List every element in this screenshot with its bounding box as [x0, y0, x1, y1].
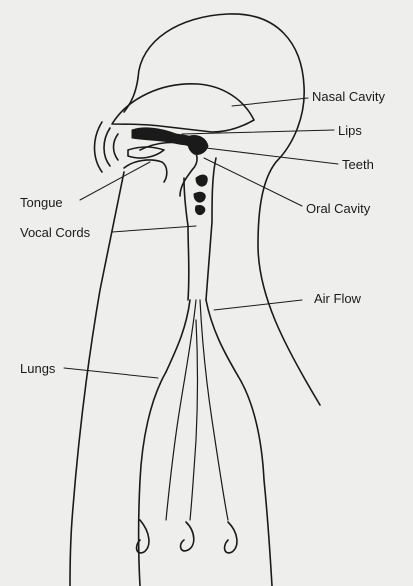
jaw-line	[124, 160, 167, 182]
label-teeth: Teeth	[342, 158, 374, 171]
sound-wave-1	[114, 134, 119, 160]
sound-wave-2	[104, 128, 110, 166]
air-flow-leader	[214, 300, 302, 310]
nasal-cavity-leader	[232, 98, 308, 106]
pharynx-left	[184, 178, 189, 300]
nose-outline	[112, 84, 254, 132]
vocal-fold-2	[195, 206, 204, 215]
teeth-leader	[206, 148, 338, 164]
label-lungs: Lungs	[20, 362, 55, 375]
tongue-shape	[140, 143, 197, 196]
sound-wave-3	[95, 122, 103, 172]
label-vocal-cords: Vocal Cords	[20, 226, 90, 239]
bronchus-3	[190, 320, 198, 520]
label-nasal-cavity: Nasal Cavity	[312, 90, 385, 103]
trachea-left	[166, 300, 190, 372]
lower-lip	[128, 147, 164, 158]
label-lips: Lips	[338, 124, 362, 137]
vocal-cords-leader	[112, 226, 196, 232]
trachea-right	[206, 300, 238, 376]
tongue-leader	[80, 162, 150, 200]
label-air-flow: Air Flow	[314, 292, 361, 305]
label-oral-cavity: Oral Cavity	[306, 202, 370, 215]
lungs-outline	[139, 372, 273, 586]
bronchus-1	[166, 300, 196, 520]
vocal-fold-1	[194, 192, 205, 202]
alveolus-2	[181, 522, 194, 551]
head-back-outline	[138, 14, 320, 405]
lungs-leader	[64, 368, 158, 378]
oral-cavity-leader	[204, 158, 302, 206]
alveolus-3	[225, 522, 237, 553]
teeth-area	[188, 135, 208, 154]
label-tongue: Tongue	[20, 196, 63, 209]
bronchus-2	[200, 300, 228, 520]
epiglottis	[196, 175, 207, 186]
